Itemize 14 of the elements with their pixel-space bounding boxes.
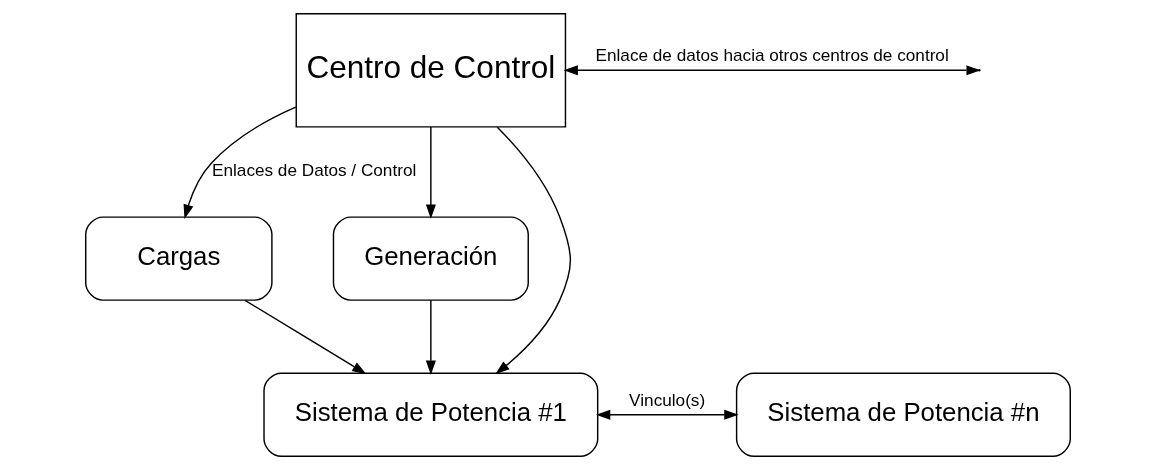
arrow [183, 106, 296, 220]
arrow [494, 126, 571, 375]
arrow [425, 126, 436, 219]
arrow [243, 299, 366, 375]
arrow [595, 409, 739, 420]
node-box: Sistema de Potencia #n [735, 372, 1071, 457]
node-box: Cargas [84, 216, 273, 301]
arrow [425, 299, 436, 375]
edge-label: Vinculo(s) [628, 389, 705, 410]
edge-label: Enlace de datos hacia otros centros de control [595, 45, 949, 66]
node-box: Sistema de Potencia #1 [262, 372, 598, 457]
edge-label: Enlaces de Datos / Control [211, 160, 416, 181]
node-box: Generación [332, 216, 529, 301]
node-box: Centro de Control [295, 13, 566, 128]
